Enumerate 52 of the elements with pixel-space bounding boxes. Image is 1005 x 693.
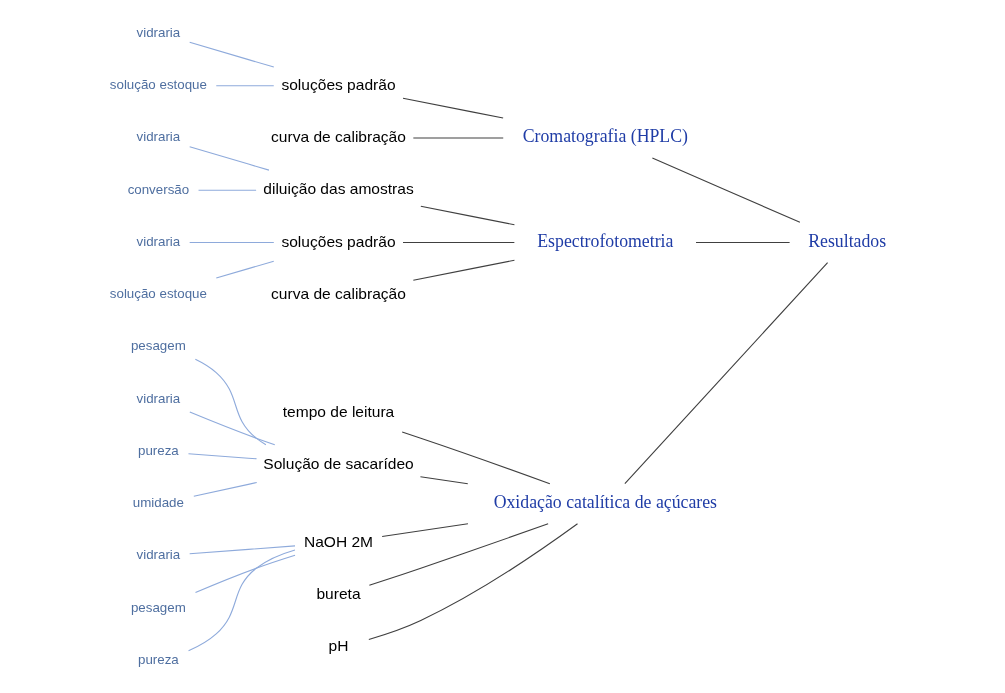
node-text: diluição das amostras [263, 179, 414, 197]
connector [193, 481, 258, 497]
connector [381, 522, 469, 537]
node-text: solução estoque [109, 285, 207, 301]
connector [197, 189, 257, 191]
node-text: soluções padrão [281, 75, 396, 93]
node-text: Cromatografia (HPLC) [522, 125, 688, 146]
connector [194, 358, 267, 445]
connector [402, 97, 504, 119]
connector [189, 41, 275, 68]
node-text: vidraria [136, 390, 181, 406]
node-text: Espectrofotometria [537, 230, 674, 251]
node-text: pesagem [130, 337, 186, 353]
node-text: tempo de leitura [282, 402, 395, 420]
node-text: pH [328, 636, 349, 654]
node-text: conversão [127, 181, 190, 197]
node-text: vidraria [136, 546, 181, 562]
node-text: curva de calibração [271, 127, 406, 145]
node-text: umidade [132, 494, 184, 510]
connector [189, 544, 296, 554]
node-text: Oxidação catalítica de açúcares [493, 491, 718, 512]
node-text: solução estoque [109, 76, 207, 92]
connector [368, 522, 549, 586]
connector [624, 261, 829, 484]
connector [420, 205, 515, 225]
connector [401, 431, 551, 484]
connector [651, 156, 801, 223]
connector [189, 410, 276, 445]
node-text: bureta [316, 584, 361, 602]
connector [194, 554, 296, 593]
node-text: pesagem [130, 599, 186, 615]
node-text: vidraria [136, 24, 181, 40]
connector [215, 84, 275, 86]
connector [215, 260, 275, 279]
node-text: vidraria [136, 233, 181, 249]
node-text: Solução de sacarídeo [263, 454, 414, 472]
connector [189, 241, 275, 243]
node-text: vidraria [136, 128, 181, 144]
connector [402, 241, 515, 243]
node-text: soluções padrão [281, 232, 396, 250]
node-text: Resultados [808, 230, 887, 251]
connector [187, 452, 258, 459]
connector [189, 145, 270, 171]
node-text: pureza [138, 651, 179, 667]
connector [419, 475, 469, 484]
node-text: curva de calibração [271, 284, 406, 302]
node-text: pureza [138, 442, 179, 458]
connector [188, 548, 296, 651]
node-text: NaOH 2M [303, 532, 374, 550]
connector [695, 241, 791, 243]
connector [412, 259, 515, 281]
connector [368, 522, 579, 640]
